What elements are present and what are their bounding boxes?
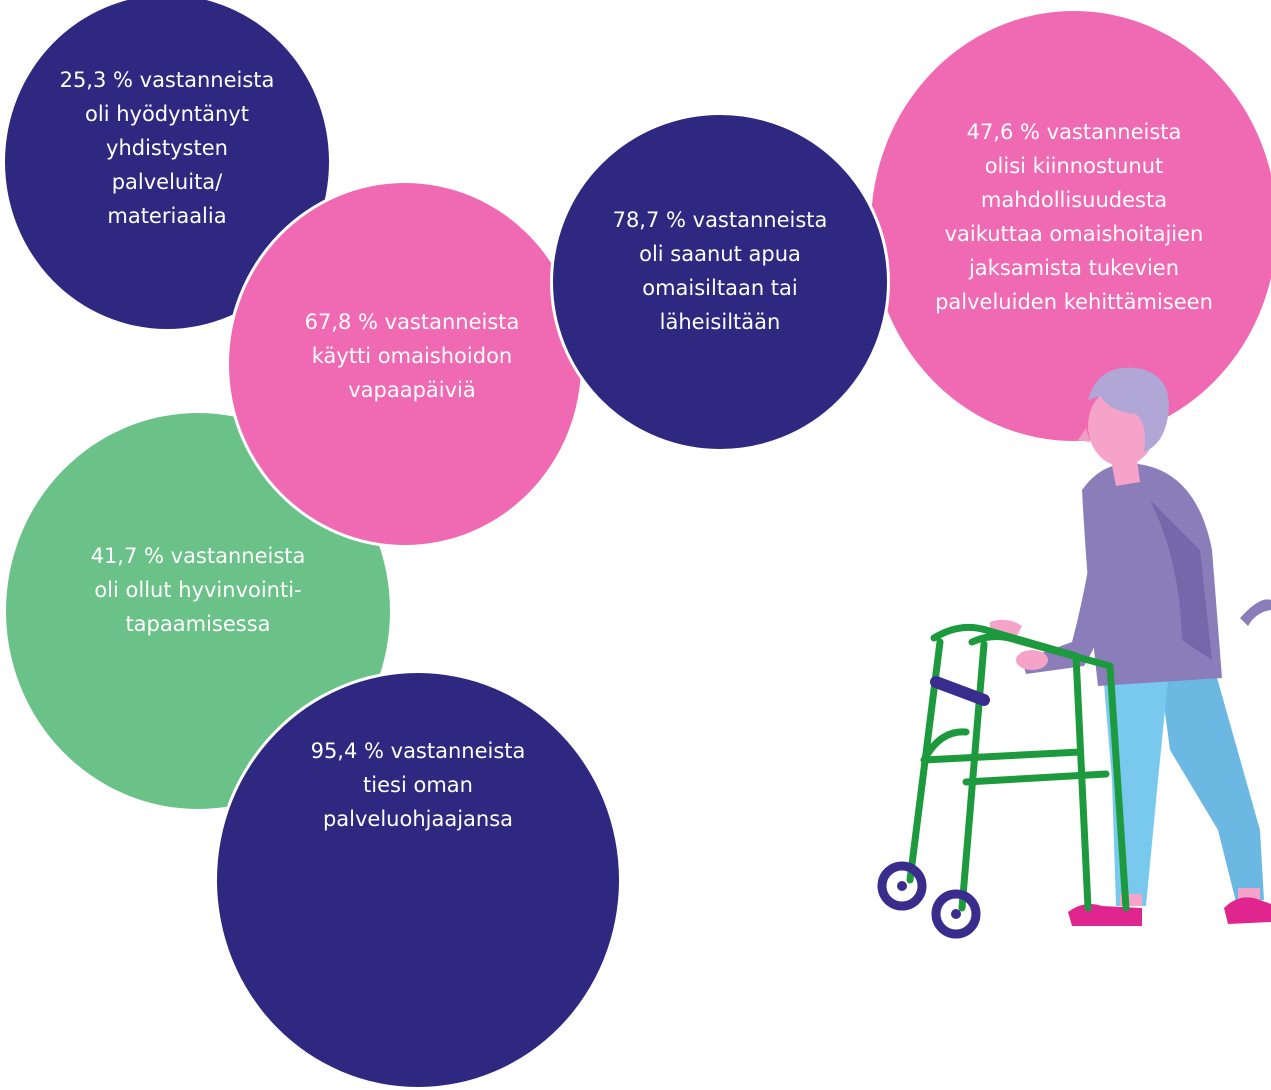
stat-text: 25,3 % vastanneista oli hyödyntänyt yhdi… xyxy=(59,68,275,228)
stat-text: 78,7 % vastanneista oli saanut apua omai… xyxy=(612,208,828,334)
stat-bubble-service-counselor: 95,4 % vastanneista tiesi oman palveluoh… xyxy=(214,670,622,1090)
stat-bubble-help-from-relatives: 78,7 % vastanneista oli saanut apua omai… xyxy=(550,112,890,452)
stat-text: 67,8 % vastanneista käytti omaishoidon v… xyxy=(304,310,520,402)
stat-bubble-care-days-off: 67,8 % vastanneista käytti omaishoidon v… xyxy=(226,180,584,548)
elderly-person-with-walker-icon xyxy=(877,367,1271,939)
stat-text: 41,7 % vastanneista oli ollut hyvinvoint… xyxy=(90,544,306,636)
stat-text: 47,6 % vastanneista olisi kiinnostunut m… xyxy=(935,120,1213,314)
stat-text: 95,4 % vastanneista tiesi oman palveluoh… xyxy=(310,739,526,831)
stat-bubble-associations: 25,3 % vastanneista oli hyödyntänyt yhdi… xyxy=(2,0,332,332)
